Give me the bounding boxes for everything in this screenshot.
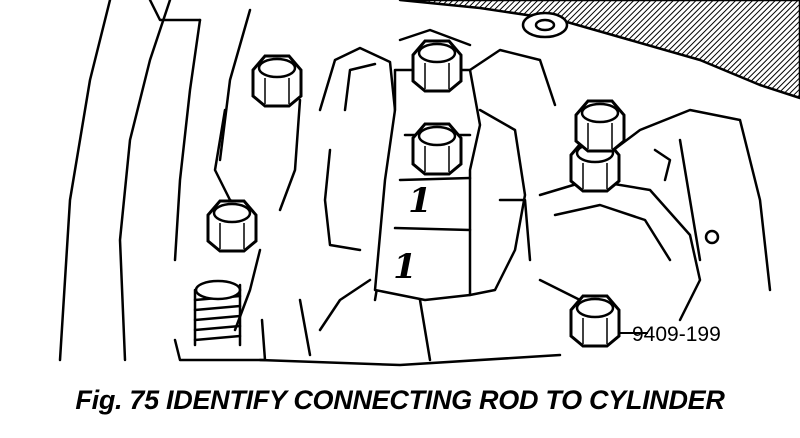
bolt-rod-cap bbox=[411, 122, 463, 176]
bolt-upper-left bbox=[251, 54, 303, 108]
bolt-middle-left bbox=[206, 199, 258, 253]
bolt-upper-right-2 bbox=[574, 99, 626, 153]
reference-number: 9409-199 bbox=[632, 323, 721, 346]
figure-caption: Fig. 75 IDENTIFY CONNECTING ROD TO CYLIN… bbox=[75, 385, 725, 415]
bolt-lower-right bbox=[569, 294, 621, 348]
rod-marking-lower: 1 bbox=[393, 247, 417, 287]
rod-marking-upper: 1 bbox=[408, 181, 432, 221]
bolt-rod-top bbox=[411, 39, 463, 93]
